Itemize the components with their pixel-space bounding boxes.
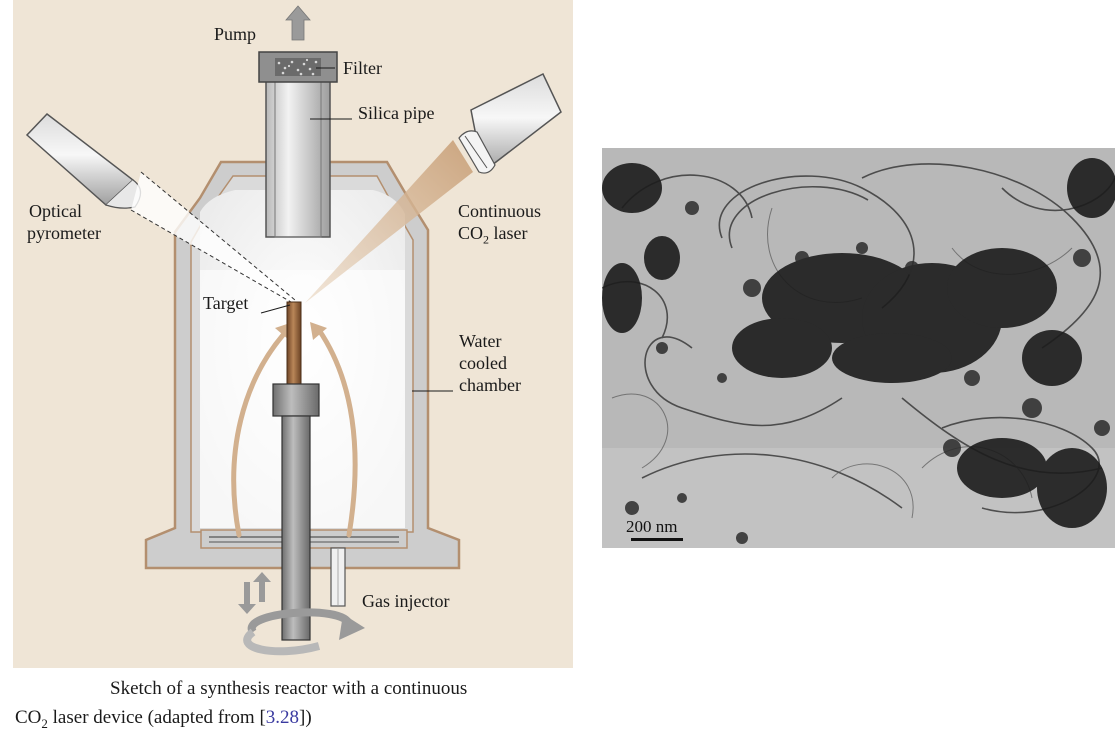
target-label: Target bbox=[203, 293, 249, 313]
silica-pipe-label: Silica pipe bbox=[358, 103, 435, 123]
filter bbox=[258, 51, 338, 83]
laser-label-line2: CO2 laser bbox=[458, 223, 528, 247]
chamber-label-line3: chamber bbox=[459, 375, 521, 395]
filter-label: Filter bbox=[343, 58, 382, 78]
pump-arrow bbox=[285, 5, 311, 41]
caption-line1: Sketch of a synthesis reactor with a con… bbox=[110, 678, 468, 699]
tem-micrograph: 200 nm bbox=[602, 148, 1115, 548]
target-rod bbox=[286, 301, 302, 385]
gas-flow-arrows bbox=[231, 327, 358, 538]
reactor-diagram: Pump Filter Silica pipe Optical pyromete… bbox=[13, 0, 573, 668]
gas-injector bbox=[330, 547, 346, 607]
laser-label-line1: Continuous bbox=[458, 201, 542, 221]
scale-bar-label: 200 nm bbox=[626, 517, 678, 536]
pump-label: Pump bbox=[214, 24, 257, 44]
silica-pipe bbox=[265, 71, 331, 238]
pyrometer-label-line2: pyrometer bbox=[27, 223, 101, 243]
scale-bar bbox=[631, 538, 683, 541]
target-holder bbox=[272, 383, 320, 641]
gas-injector-label: Gas injector bbox=[362, 591, 450, 611]
chamber-label-line1: Water bbox=[459, 331, 502, 351]
chamber-label-line2: cooled bbox=[459, 353, 507, 373]
caption-reference-link[interactable]: 3.28 bbox=[265, 707, 300, 728]
optical-pyrometer bbox=[25, 112, 296, 303]
pyrometer-label-line1: Optical bbox=[29, 201, 82, 221]
motion-arrows bbox=[238, 572, 365, 656]
co2-laser bbox=[305, 72, 562, 303]
caption-line2: CO2 laser device (adapted from [3.28]) bbox=[15, 707, 312, 731]
